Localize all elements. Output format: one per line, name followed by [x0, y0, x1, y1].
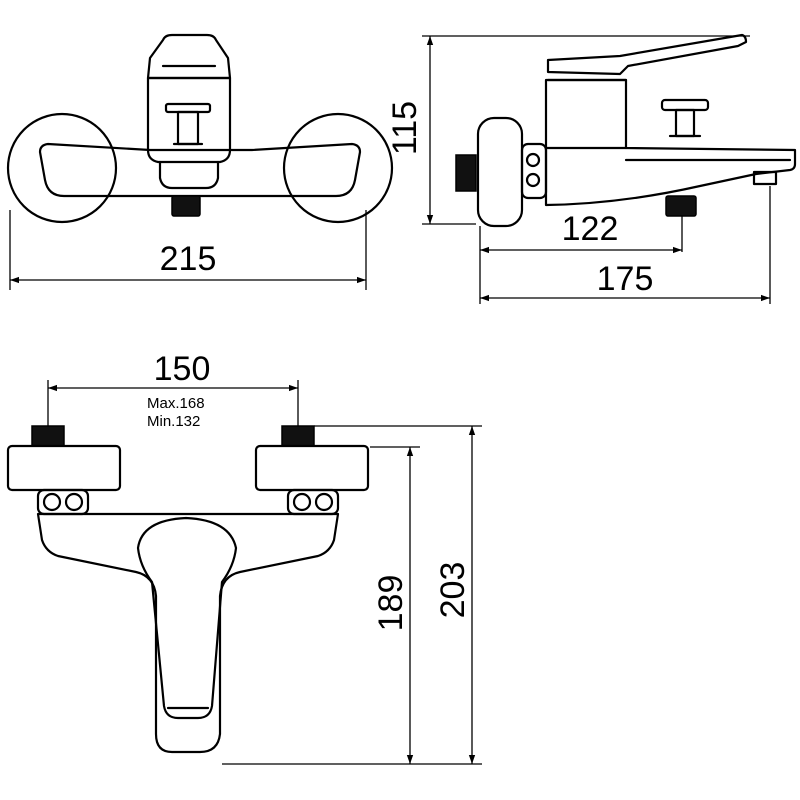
- left-inlet-icon: [31, 425, 65, 447]
- dim-overall-depth: 175: [597, 260, 654, 298]
- dim-overall-height: 203: [434, 562, 472, 619]
- dim-height: 115: [386, 101, 424, 155]
- dim-overall-width: 215: [160, 240, 217, 278]
- spout-outlet: [158, 160, 220, 190]
- side-lever: [546, 33, 748, 76]
- dim-spout-reach: 122: [562, 210, 619, 248]
- left-connector: [36, 488, 90, 516]
- front-view-top: 215: [6, 33, 394, 290]
- dim-inlet-spacing-max: Max.168: [147, 395, 205, 412]
- diverter-stem: [176, 110, 200, 146]
- bottom-handle: [136, 516, 238, 720]
- left-escutcheon: [6, 112, 118, 224]
- wall-flange: [476, 116, 524, 228]
- dim-inlet-spacing: 150: [154, 350, 211, 388]
- spout-tip: [752, 170, 778, 186]
- aerator-icon: [171, 195, 201, 217]
- right-connector: [286, 488, 340, 516]
- dim-inlet-spacing-min: Min.132: [147, 413, 200, 430]
- wall-inlet-icon: [455, 154, 477, 192]
- side-body-spout: [544, 78, 797, 207]
- connector-nut: [520, 142, 548, 200]
- left-flange: [6, 444, 122, 492]
- side-aerator-icon: [665, 195, 697, 217]
- bottom-body: [36, 512, 340, 754]
- diverter-knob: [164, 102, 212, 114]
- front-view-bottom: 150 Max.168 Min.132 189 203: [6, 350, 482, 765]
- side-diverter-knob: [660, 98, 710, 112]
- right-flange: [254, 444, 370, 492]
- right-escutcheon: [282, 112, 394, 224]
- lever-top: [146, 33, 232, 80]
- side-diverter-stem: [674, 108, 696, 138]
- mixer-body: [38, 142, 362, 198]
- side-view: 115 122 175: [386, 33, 797, 304]
- center-housing: [146, 76, 232, 164]
- dim-handle-height: 189: [372, 575, 410, 632]
- right-inlet-icon: [281, 425, 315, 447]
